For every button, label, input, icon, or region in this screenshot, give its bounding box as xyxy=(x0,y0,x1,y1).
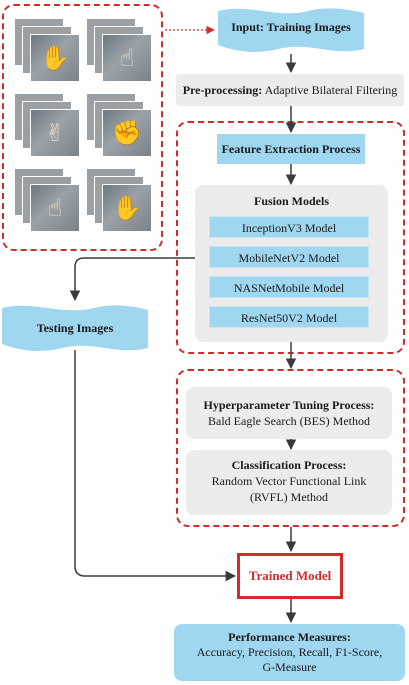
c-shape-gesture-icon: ✋ xyxy=(112,194,142,222)
gesture-frame-front: ✌ xyxy=(30,109,80,157)
performance-title: Performance Measures: xyxy=(228,630,351,644)
preprocessing-text: Adaptive Bilateral Filtering xyxy=(262,82,398,97)
model-resnet50v2: ResNet50V2 Model xyxy=(209,306,369,328)
preprocessing-bold: Pre-processing: xyxy=(182,82,263,97)
hyperparameter-method: Bald Eagle Search (BES) Method xyxy=(208,413,370,428)
gesture-frame-front: ✋ xyxy=(102,184,152,232)
classification-line1: Random Vector Functional Link xyxy=(211,473,367,488)
classification-line2: (RVFL) Method xyxy=(249,489,329,504)
open-palm-gesture-icon: ✋ xyxy=(40,44,70,72)
finger-gesture-icon: ☝ xyxy=(47,194,63,222)
performance-line1: Accuracy, Precision, Recall, F1-Score, xyxy=(196,645,383,659)
fusion-to-testing-arrow xyxy=(69,257,195,302)
performance-line2: G-Measure xyxy=(262,660,317,674)
gesture-frame-front: ✋ xyxy=(30,34,80,82)
fist-gesture-icon: ✊ xyxy=(112,119,142,147)
performance-box xyxy=(174,624,405,681)
testing-banner-shape xyxy=(2,305,148,351)
classification-box xyxy=(186,450,392,515)
input-banner-shape xyxy=(218,8,364,52)
pointing-gesture-icon: ☝ xyxy=(119,44,135,72)
gesture-frame-front: ✊ xyxy=(102,109,152,157)
preprocessing-box: Pre-processing: Adaptive Bilateral Filte… xyxy=(176,74,404,106)
classification-title: Classification Process: xyxy=(231,457,347,472)
trained-model-box: Trained Model xyxy=(237,553,343,599)
gesture-frame-front: ☝ xyxy=(30,184,80,232)
fusion-models-title: Fusion Models xyxy=(253,193,329,208)
input-label: Input: Training Images xyxy=(231,19,351,34)
training-images-panel xyxy=(2,4,163,251)
model-nasnetmobile: NASNetMobile Model xyxy=(209,276,369,298)
model-inceptionv3: InceptionV3 Model xyxy=(209,216,369,238)
gesture-frame-front: ☝ xyxy=(102,34,152,82)
hyperparameter-title: Hyperparameter Tuning Process: xyxy=(203,397,375,412)
hyperparameter-box xyxy=(186,387,392,439)
optimization-group xyxy=(176,369,405,527)
feature-extraction-box: Feature Extraction Process xyxy=(217,134,365,164)
model-mobilenetv2: MobileNetV2 Model xyxy=(209,246,369,268)
v-sign-gesture-icon: ✌ xyxy=(44,119,66,147)
testing-to-trained-arrow xyxy=(74,350,237,582)
testing-label: Testing Images xyxy=(36,320,114,335)
